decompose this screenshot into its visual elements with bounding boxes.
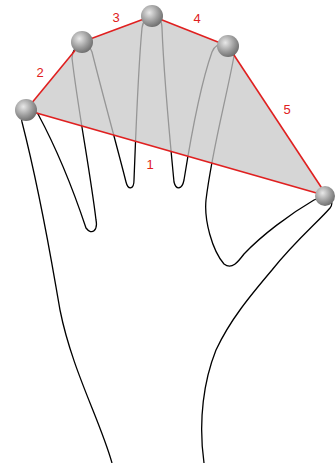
callout-number: 1 bbox=[146, 158, 153, 171]
span-edges bbox=[26, 16, 327, 196]
callout-number: 4 bbox=[193, 12, 200, 25]
callout-number: 5 bbox=[283, 103, 290, 116]
callout-number: 3 bbox=[112, 11, 119, 24]
fingertip-markers bbox=[15, 5, 335, 206]
hand-span-polygon bbox=[26, 16, 327, 196]
hand-outline bbox=[22, 16, 332, 463]
callout-number: 2 bbox=[36, 66, 43, 79]
